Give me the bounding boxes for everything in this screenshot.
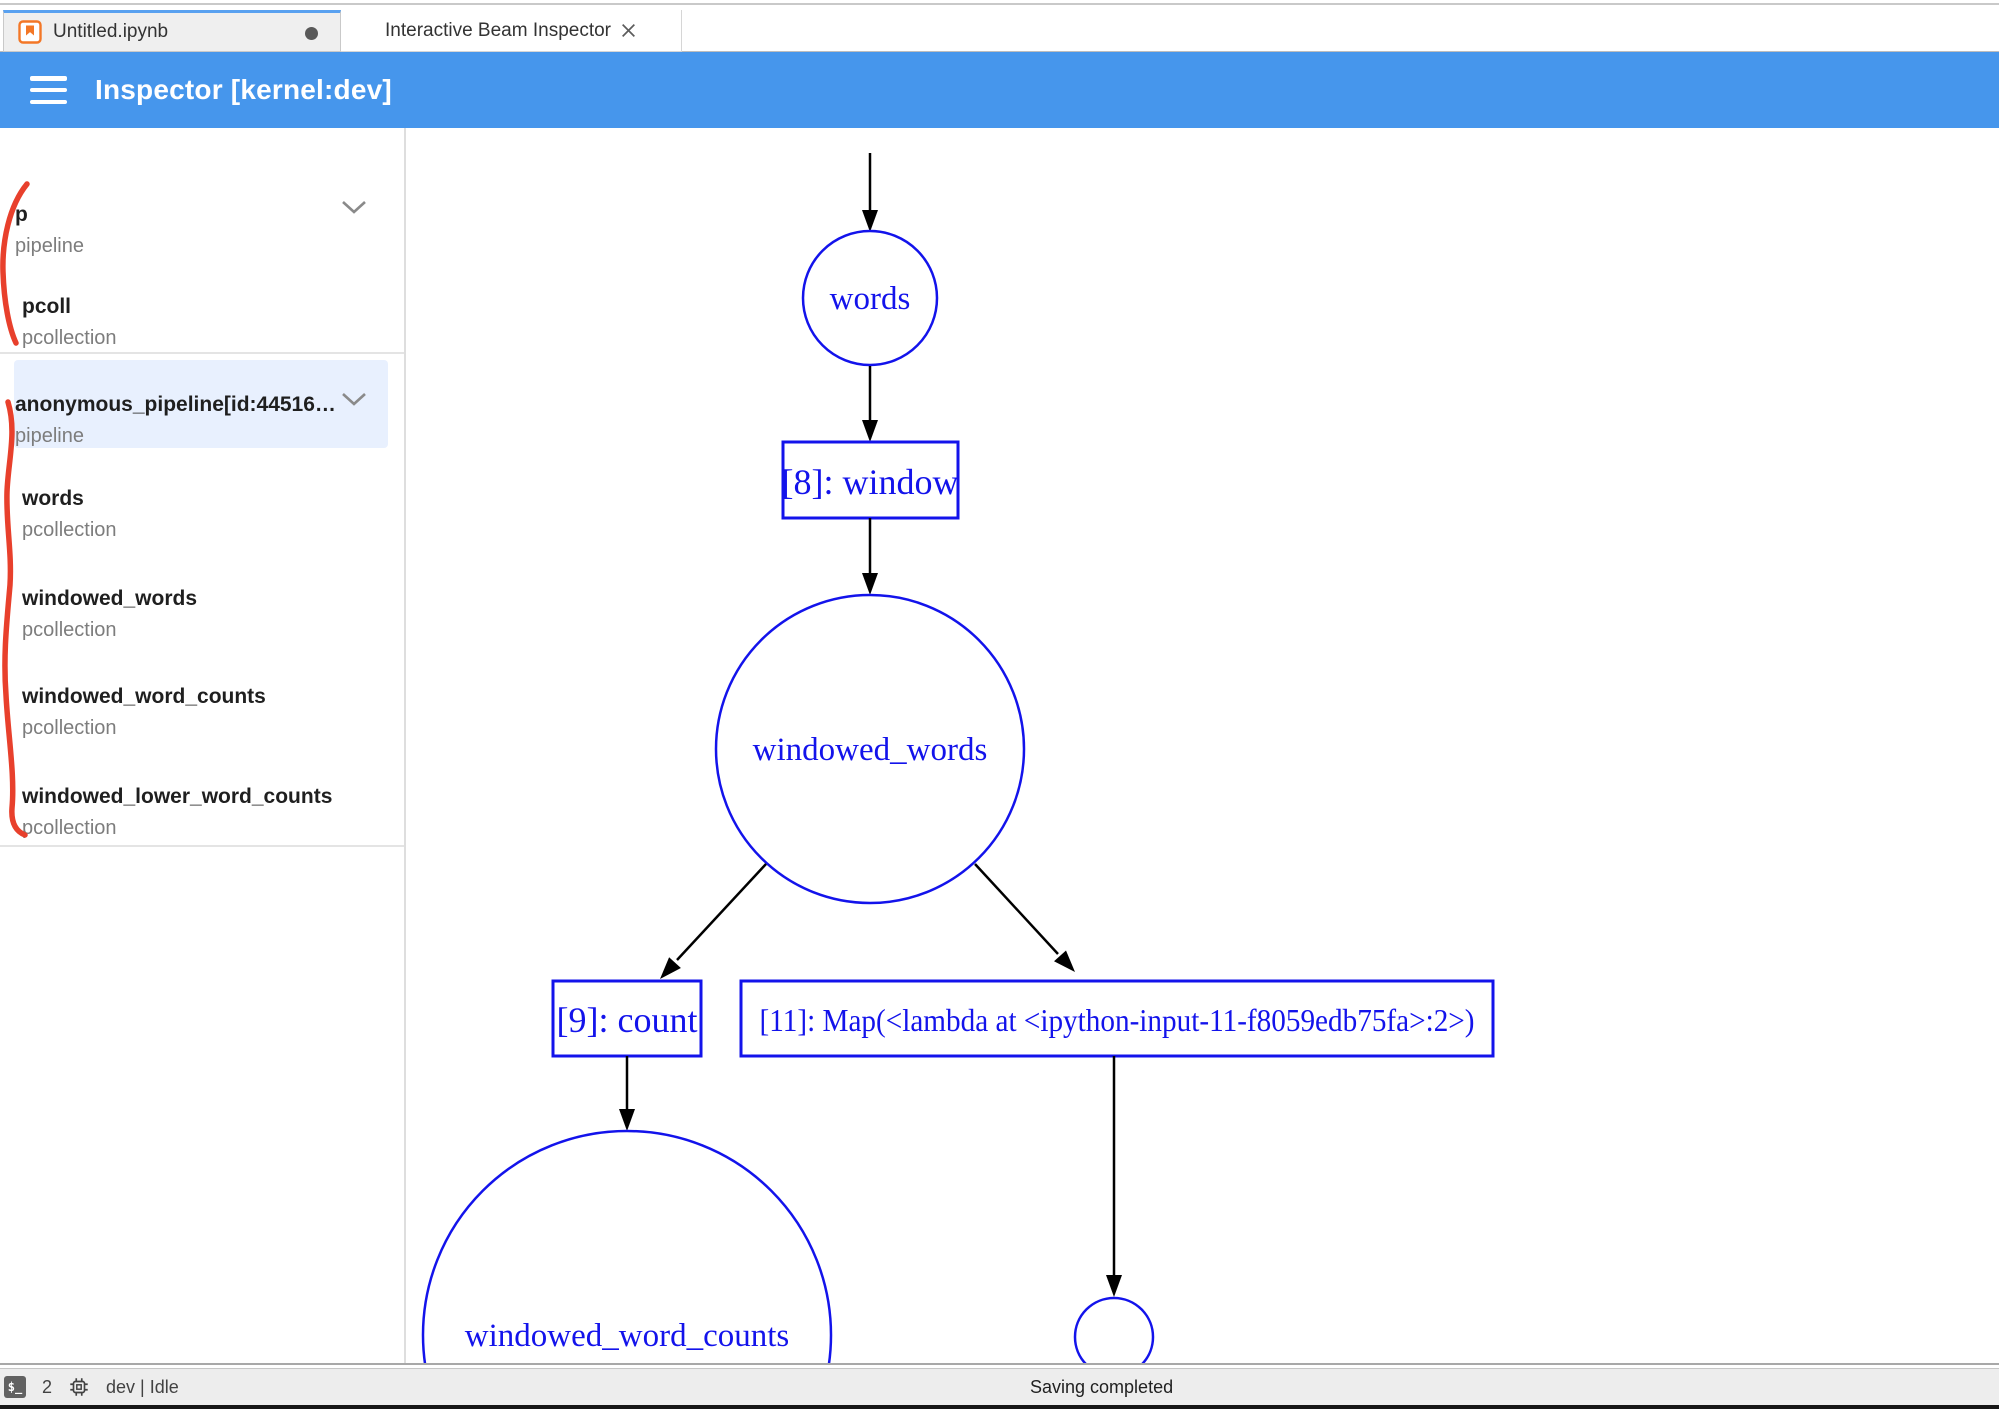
close-icon[interactable] — [620, 22, 637, 39]
pipeline-graph: words [8]: window windowed_words — [421, 153, 1495, 1365]
kernel-chip-icon[interactable] — [68, 1376, 90, 1398]
graph-node-small-pcollection[interactable] — [1073, 1296, 1155, 1365]
graph-edge — [974, 863, 1075, 972]
pcollection-name: windowed_word_counts — [22, 685, 266, 708]
graph-edge — [862, 366, 878, 442]
svg-text:[11]: Map(<lambda at <ipython-: [11]: Map(<lambda at <ipython-input-11-f… — [760, 1002, 1475, 1038]
tab-label: Interactive Beam Inspector — [385, 19, 611, 41]
item-type: pcollection — [22, 619, 117, 641]
tab-beam-inspector[interactable]: Interactive Beam Inspector — [341, 10, 682, 52]
pcollection-name: words — [22, 487, 84, 510]
sidebar-divider — [0, 845, 404, 847]
sidebar-item-words[interactable]: words pcollection — [0, 487, 426, 541]
graph-edge — [862, 153, 878, 232]
pcollection-name: windowed_words — [22, 587, 198, 610]
sidebar-item-windowed-word-counts[interactable]: windowed_word_counts pcollection — [0, 685, 426, 739]
sidebar-item-windowed-lower-word-counts[interactable]: windowed_lower_word_counts pcollection — [0, 785, 426, 839]
pipeline-name: anonymous_pipeline[id:44516… — [15, 393, 336, 416]
graph-node-windowed-words[interactable]: windowed_words — [714, 593, 1026, 905]
sidebar-item-windowed-words[interactable]: windowed_words pcollection — [0, 587, 426, 641]
item-type: pipeline — [15, 235, 84, 257]
graph-node-windowed-word-counts[interactable]: windowed_word_counts — [421, 1129, 833, 1365]
sidebar-item-anonymous-pipeline[interactable]: anonymous_pipeline[id:44516… pipeline — [0, 393, 419, 447]
chevron-down-icon[interactable] — [340, 198, 368, 216]
window-bottom-edge — [0, 1405, 1999, 1409]
graph-node-words[interactable]: words — [801, 229, 939, 367]
content-bottom-border — [0, 1363, 1999, 1365]
item-type: pcollection — [22, 817, 117, 839]
svg-text:[9]: count: [9]: count — [557, 1000, 698, 1040]
item-type: pcollection — [22, 717, 117, 739]
graph-node-count-transform[interactable]: [9]: count — [551, 979, 703, 1058]
kernel-status[interactable]: dev | Idle — [106, 1376, 179, 1397]
inspector-header: Inspector [kernel:dev] — [0, 52, 1999, 128]
graph-edge — [660, 863, 767, 979]
sidebar-item-pcoll[interactable]: pcoll pcollection — [0, 295, 426, 349]
window-top-edge — [0, 3, 1999, 5]
graph-edge — [1106, 1056, 1122, 1297]
status-bar: $_ 2 dev | Idle Saving completed — [0, 1368, 1999, 1405]
inspector-title: Inspector [kernel:dev] — [95, 74, 392, 105]
sidebar-divider — [0, 352, 404, 354]
svg-text:words: words — [830, 281, 911, 317]
dock-tab-bar: Untitled.ipynb Interactive Beam Inspecto… — [0, 5, 1999, 52]
graph-node-window-transform[interactable]: [8]: window — [781, 440, 960, 520]
item-type: pcollection — [22, 519, 117, 541]
tab-label: Untitled.ipynb — [53, 21, 169, 42]
graph-edge — [619, 1056, 635, 1131]
item-type: pipeline — [15, 425, 84, 447]
notebook-icon — [18, 20, 42, 44]
svg-text:windowed_word_counts: windowed_word_counts — [465, 1318, 789, 1354]
menu-icon[interactable] — [30, 76, 67, 104]
pcollection-name: pcoll — [22, 295, 72, 318]
graph-node-map-transform[interactable]: [11]: Map(<lambda at <ipython-input-11-f… — [739, 979, 1495, 1058]
terminal-count[interactable]: 2 — [42, 1376, 53, 1397]
terminal-icon[interactable]: $_ — [4, 1376, 26, 1398]
svg-text:windowed_words: windowed_words — [753, 732, 988, 768]
tab-untitled-notebook[interactable]: Untitled.ipynb — [3, 10, 341, 52]
chevron-down-icon[interactable] — [340, 390, 368, 408]
inspectables-sidebar: p pipeline pcoll pcollection anonymous_p… — [0, 128, 406, 1365]
graph-edge — [862, 518, 878, 595]
svg-text:[8]: window: [8]: window — [782, 462, 959, 502]
unsaved-indicator-dot — [305, 27, 318, 40]
pcollection-name: windowed_lower_word_counts — [22, 785, 333, 808]
item-type: pcollection — [22, 327, 117, 349]
save-status-message: Saving completed — [1030, 1376, 1174, 1397]
selected-row-highlight — [14, 360, 388, 448]
